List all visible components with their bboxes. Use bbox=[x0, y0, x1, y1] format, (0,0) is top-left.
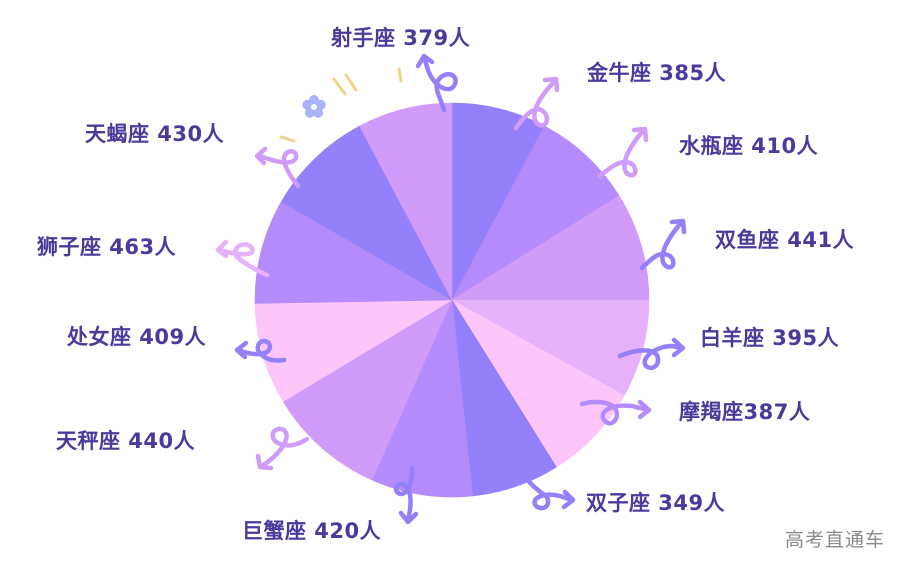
slice-label-chunv: 处女座 409人 bbox=[67, 325, 207, 349]
curly-arrow-icon bbox=[255, 426, 310, 471]
slice-label-juxie: 巨蟹座 420人 bbox=[242, 519, 382, 543]
flower-icon bbox=[302, 95, 326, 118]
pie-slice-7 bbox=[282, 299, 453, 481]
curly-arrow-icon bbox=[579, 399, 652, 426]
pie-slice-10 bbox=[280, 125, 453, 301]
slice-label-sheshou: 射手座 379人 bbox=[331, 26, 471, 50]
curly-arrow-icon bbox=[415, 53, 458, 113]
pie-slice-6 bbox=[371, 298, 473, 498]
pie-slice-1 bbox=[451, 125, 620, 301]
pie-slices bbox=[254, 102, 650, 498]
watermark: 高考直通车 bbox=[784, 529, 885, 551]
slice-label-tianxie: 天蝎座 430人 bbox=[85, 122, 225, 146]
slice-label-jinniu: 金牛座 385人 bbox=[587, 61, 727, 85]
slice-label-tiancheng: 天秤座 440人 bbox=[56, 429, 196, 453]
slice-label-mojie: 摩羯座387人 bbox=[679, 400, 811, 424]
slice-label-shuangzi: 双子座 349人 bbox=[586, 491, 726, 515]
slice-label-baiyang: 白羊座 395人 bbox=[700, 326, 840, 350]
curly-arrow-icon bbox=[215, 239, 270, 278]
slice-label-shuangyu: 双鱼座 441人 bbox=[715, 228, 855, 252]
slice-label-shizi: 狮子座 463人 bbox=[37, 235, 177, 259]
slice-label-shuiping: 水瓶座 410人 bbox=[679, 134, 819, 158]
curly-arrow-icon bbox=[234, 338, 287, 363]
curly-arrow-icon bbox=[639, 218, 687, 271]
pie-slice-4 bbox=[451, 299, 625, 468]
curly-arrow-icon bbox=[523, 475, 576, 511]
sparkle-lines-icon bbox=[279, 67, 403, 143]
curly-arrow-icon bbox=[597, 126, 649, 179]
pie-slice-9 bbox=[254, 201, 454, 304]
pie-slice-2 bbox=[450, 195, 650, 301]
curly-arrow-icon bbox=[617, 337, 686, 371]
curly-arrow-icon bbox=[393, 465, 419, 525]
curly-arrow-icon bbox=[513, 76, 560, 131]
curly-arrow-icon bbox=[254, 146, 301, 189]
pie-slice-11 bbox=[359, 102, 453, 301]
